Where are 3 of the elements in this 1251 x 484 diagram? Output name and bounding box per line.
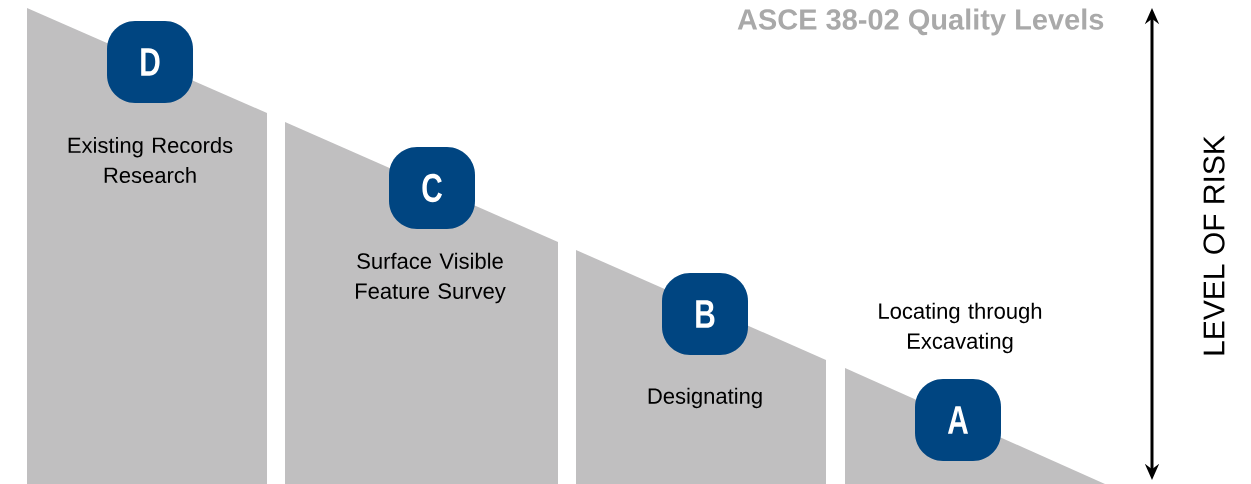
title: ASCE 38-02 Quality Levels [737, 8, 1104, 36]
node-label: Locating through Excavating [879, 302, 1042, 354]
axis-label: LEVEL OF RISK [1203, 135, 1225, 355]
